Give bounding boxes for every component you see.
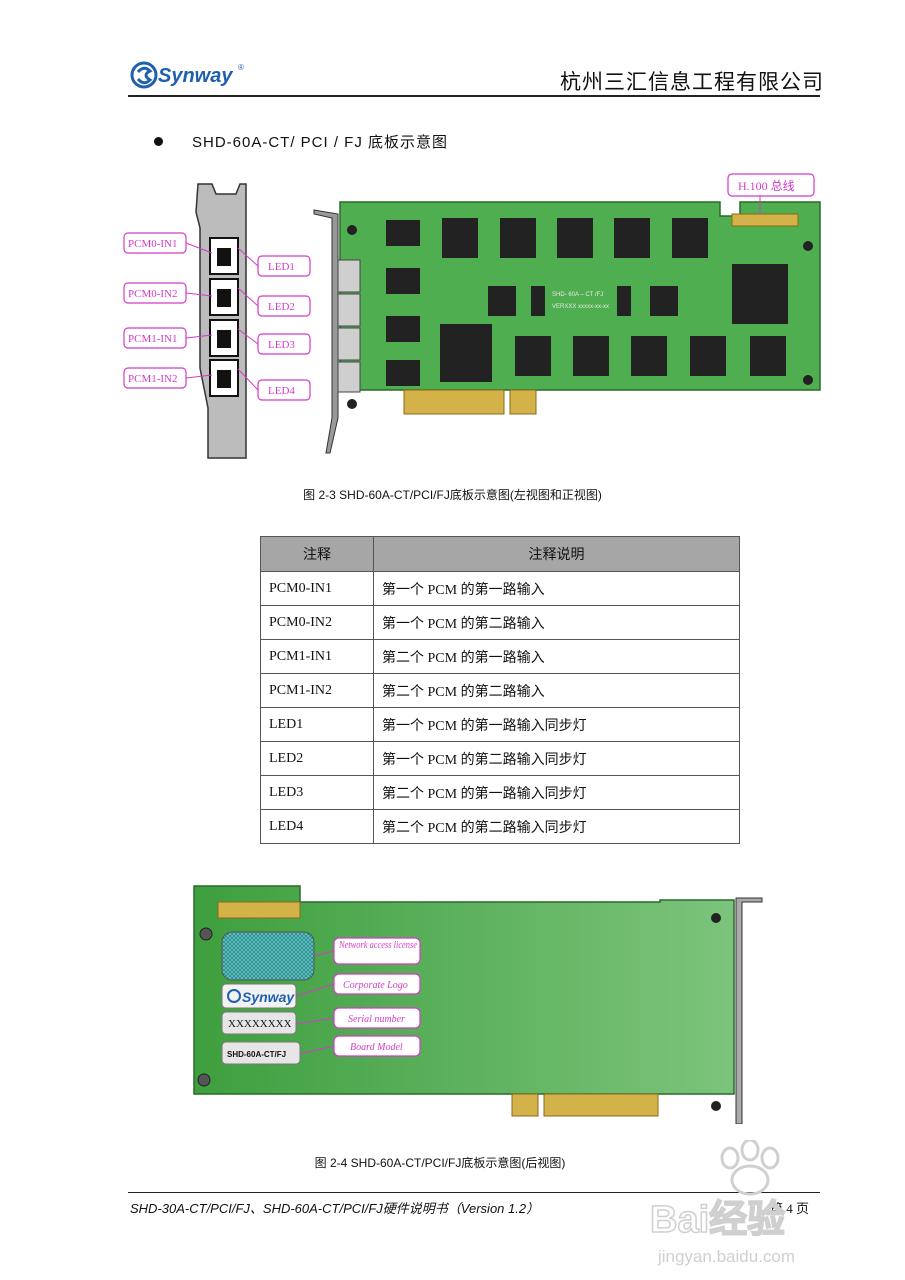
synway-logo: Synway ® <box>130 61 244 89</box>
table-cell: LED3 <box>260 775 374 810</box>
callout-board-model: Board Model <box>350 1042 403 1053</box>
label-led1: LED1 <box>268 261 295 273</box>
pci-connector-a <box>511 1093 539 1117</box>
watermark-url: jingyan.baidu.com <box>657 1247 795 1266</box>
bracket-back-view <box>735 897 763 1124</box>
sticker-logo-text: Synway <box>242 989 295 1005</box>
label-pcm1-in2: PCM1-IN2 <box>128 373 178 385</box>
table-cell: PCM1-IN1 <box>260 639 374 674</box>
table-cell: 第二个 PCM 的第二路输入同步灯 <box>373 809 740 844</box>
callout-boxes-back <box>333 937 421 1057</box>
table-cell: 第二个 PCM 的第一路输入同步灯 <box>373 775 740 810</box>
top-connector <box>217 901 301 919</box>
network-license-sticker <box>221 931 315 981</box>
callout-network-license: Network access license <box>338 940 417 951</box>
table-cell: LED4 <box>260 809 374 844</box>
table-cell: PCM0-IN2 <box>260 605 374 640</box>
port-pcm1-in2 <box>209 359 239 397</box>
bracket-front-view <box>313 209 339 454</box>
table-header-cell: 注释说明 <box>373 536 740 572</box>
serial-value: XXXXXXXX <box>228 1018 292 1030</box>
logo-reg: ® <box>238 63 244 72</box>
callout-serial-number: Serial number <box>348 1014 405 1025</box>
watermark-brand: Bai经验 <box>650 1199 785 1241</box>
bullet-icon <box>154 137 163 146</box>
callout-boxes-left <box>123 232 311 401</box>
label-led2: LED2 <box>268 301 295 313</box>
table-cell: 第一个 PCM 的第二路输入同步灯 <box>373 741 740 776</box>
header-rule <box>128 95 820 97</box>
table-cell: 第二个 PCM 的第一路输入 <box>373 639 740 674</box>
label-h100: H.100 总线 <box>738 179 795 193</box>
callout-h100 <box>727 173 815 197</box>
label-pcm0-in1: PCM0-IN1 <box>128 238 178 250</box>
table-header-cell: 注释 <box>260 536 374 572</box>
label-pcm1-in1: PCM1-IN1 <box>128 333 178 345</box>
baidu-watermark: Bai经验 jingyan.baidu.com <box>650 1140 795 1266</box>
pcb-board-back <box>193 885 735 1095</box>
company-name: 杭州三汇信息工程有限公司 <box>560 70 824 94</box>
footer-rule <box>128 1192 820 1193</box>
table-cell: LED1 <box>260 707 374 742</box>
table-cell: PCM0-IN1 <box>260 571 374 606</box>
pci-connector-a <box>403 389 505 415</box>
logo-text: Synway <box>158 65 233 87</box>
table-header-row: 注释 注释说明 <box>260 536 740 572</box>
table-cell: 第二个 PCM 的第二路输入 <box>373 673 740 708</box>
port-pcm1-in1 <box>209 319 239 357</box>
table-cell: 第一个 PCM 的第一路输入 <box>373 571 740 606</box>
table-cell: PCM1-IN2 <box>260 673 374 708</box>
silk-model: SHD- 60A – CT /FJ <box>552 292 603 298</box>
board-diagram-back: Synway XXXXXXXX SHD-60A-CT/FJ Network ac… <box>193 885 763 1124</box>
figure2-caption: 图 2-4 SHD-60A-CT/PCI/FJ底板示意图(后视图) <box>314 1156 566 1170</box>
table-cell: 第一个 PCM 的第一路输入同步灯 <box>373 707 740 742</box>
page-number: 第 4 页 <box>770 1201 810 1216</box>
model-value: SHD-60A-CT/FJ <box>227 1050 286 1059</box>
label-led3: LED3 <box>268 339 295 351</box>
label-pcm0-in2: PCM0-IN2 <box>128 288 178 300</box>
serial-number-sticker <box>221 1011 297 1035</box>
footer-doc-title: SHD-30A-CT/PCI/FJ、SHD-60A-CT/PCI/FJ硬件说明书… <box>130 1201 540 1216</box>
board-model-sticker <box>221 1041 301 1065</box>
table-cell: LED2 <box>260 741 374 776</box>
label-led4: LED4 <box>268 385 295 397</box>
pci-connector-b <box>543 1093 659 1117</box>
silk-version: VERXXX xxxxx-xx-xx <box>552 304 609 310</box>
table-cell: 第一个 PCM 的第二路输入 <box>373 605 740 640</box>
section-title: SHD-60A-CT/ PCI / FJ 底板示意图 <box>192 134 449 151</box>
h100-connector <box>731 213 799 227</box>
figure1-caption: 图 2-3 SHD-60A-CT/PCI/FJ底板示意图(左视图和正视图) <box>303 488 602 502</box>
chips <box>386 218 788 386</box>
paw-icon <box>720 1140 780 1196</box>
board-diagram-front: PCM0-IN1 PCM0-IN2 PCM1-IN1 PCM1-IN2 LED1… <box>123 173 821 459</box>
pci-connector-b <box>509 389 537 415</box>
callout-corporate-logo: Corporate Logo <box>343 980 408 991</box>
